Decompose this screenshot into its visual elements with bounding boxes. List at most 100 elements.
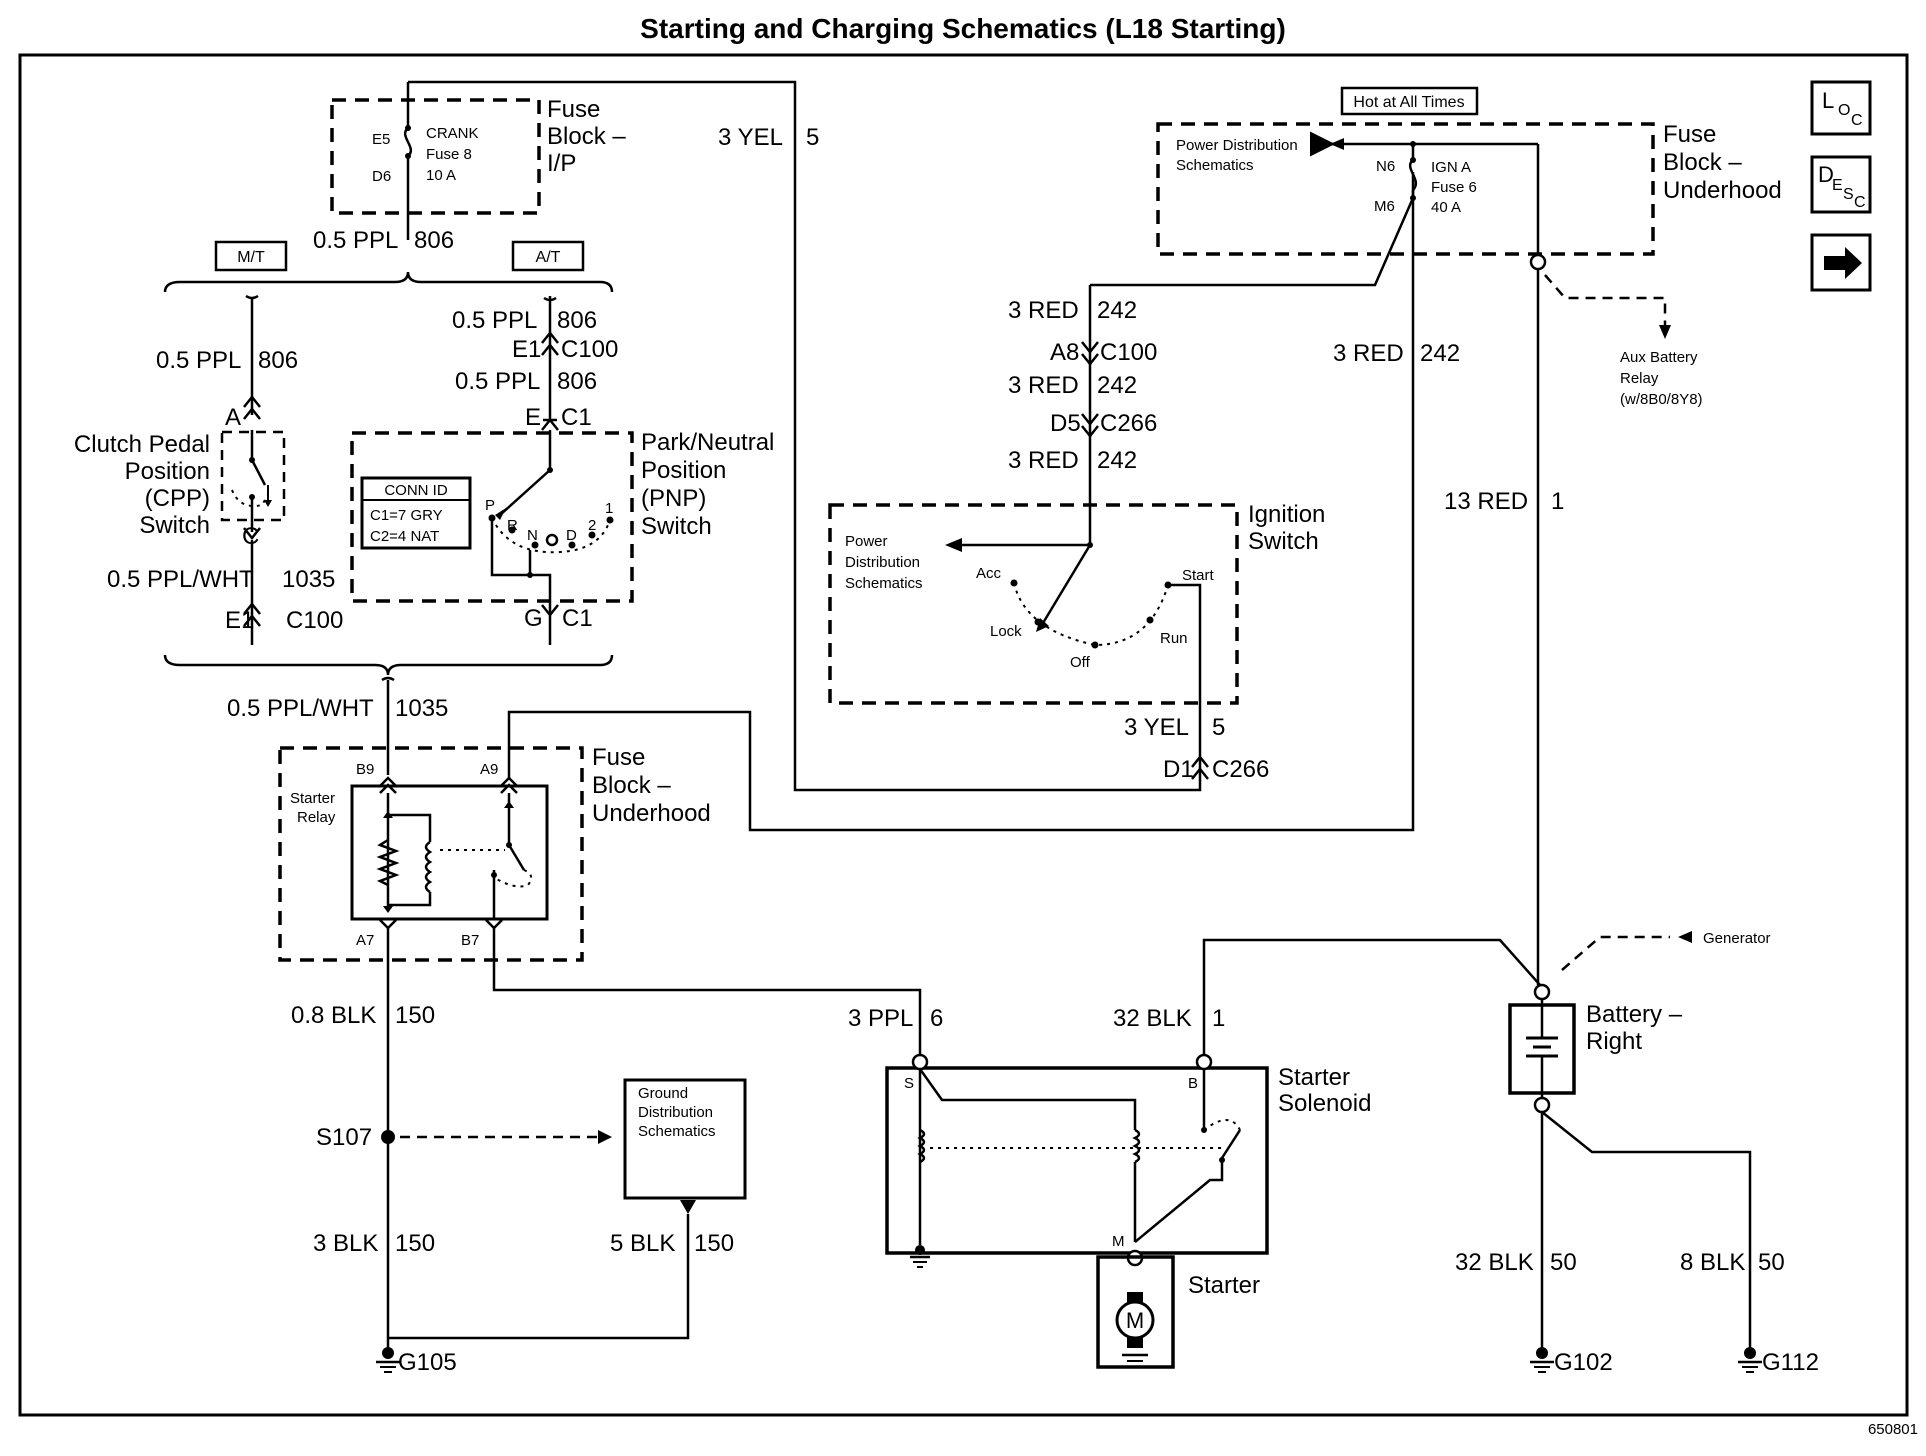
svg-text:Ignition: Ignition bbox=[1248, 501, 1325, 528]
wire-label: 242 bbox=[1097, 372, 1137, 399]
conn-id-box: CONN ID C1=7 GRY C2=4 NAT bbox=[360, 476, 472, 550]
svg-text:Schematics: Schematics bbox=[1176, 157, 1254, 174]
svg-text:Ground: Ground bbox=[638, 1085, 688, 1102]
svg-text:D6: D6 bbox=[372, 168, 391, 185]
wire-label: 3 PPL bbox=[848, 1005, 913, 1032]
svg-text:C1: C1 bbox=[561, 404, 592, 431]
svg-text:Schematics: Schematics bbox=[638, 1123, 716, 1140]
svg-text:Hot at All Times: Hot at All Times bbox=[1353, 94, 1464, 111]
wire-label: 242 bbox=[1097, 447, 1137, 474]
figure-number: 650801 bbox=[1868, 1421, 1918, 1438]
svg-text:E1: E1 bbox=[512, 336, 541, 363]
ground-g112-icon bbox=[1738, 1347, 1762, 1373]
wire-a9-feed bbox=[507, 172, 1415, 832]
svg-text:C2=4 NAT: C2=4 NAT bbox=[370, 528, 439, 545]
svg-text:10 A: 10 A bbox=[426, 167, 456, 184]
aux-label: (w/8B0/8Y8) bbox=[1620, 391, 1703, 408]
wire-label: 150 bbox=[395, 1002, 435, 1029]
svg-text:Switch: Switch bbox=[641, 513, 712, 540]
svg-text:Fuse 8: Fuse 8 bbox=[426, 146, 472, 163]
svg-text:D5: D5 bbox=[1050, 410, 1081, 437]
svg-text:C266: C266 bbox=[1212, 756, 1269, 783]
starter-relay: B9 A9 A7 B7 Starter Relay Fuse Block – U… bbox=[278, 744, 711, 962]
ignition-switch: Power Distribution Schematics Acc Lock O… bbox=[828, 501, 1325, 728]
svg-text:C1=7 GRY: C1=7 GRY bbox=[370, 507, 443, 524]
svg-text:Lock: Lock bbox=[990, 623, 1022, 640]
svg-text:Acc: Acc bbox=[976, 565, 1002, 582]
svg-text:(CPP): (CPP) bbox=[145, 485, 210, 512]
starter-motor: M Starter bbox=[1096, 1255, 1260, 1369]
desc-icon[interactable]: D E S C bbox=[1810, 155, 1872, 214]
svg-text:Fuse: Fuse bbox=[592, 744, 645, 771]
wire-label: 3 RED bbox=[1008, 372, 1079, 399]
svg-text:M: M bbox=[1112, 1233, 1125, 1250]
wire-label: 3 YEL bbox=[1124, 714, 1189, 741]
option-brace-bottom bbox=[163, 654, 614, 676]
wire-label: 0.8 BLK bbox=[291, 1002, 376, 1029]
wire-label: 1035 bbox=[282, 566, 335, 593]
wire-label: 3 BLK bbox=[313, 1230, 378, 1257]
svg-text:I/P: I/P bbox=[547, 150, 576, 177]
svg-text:E1: E1 bbox=[225, 607, 254, 634]
wire-label: 242 bbox=[1420, 340, 1460, 367]
mt-tag: M/T bbox=[214, 240, 288, 272]
svg-text:Block –: Block – bbox=[592, 772, 671, 799]
svg-text:Battery –: Battery – bbox=[1586, 1001, 1683, 1028]
svg-text:Block –: Block – bbox=[547, 123, 626, 150]
solenoid-ground-icon bbox=[910, 1245, 930, 1268]
svg-text:40 A: 40 A bbox=[1431, 199, 1461, 216]
svg-text:N6: N6 bbox=[1376, 158, 1395, 175]
svg-text:B: B bbox=[1188, 1075, 1198, 1092]
wire-label: 32 BLK bbox=[1113, 1005, 1192, 1032]
svg-text:D: D bbox=[1818, 162, 1834, 187]
svg-text:1: 1 bbox=[605, 500, 613, 517]
svg-text:P: P bbox=[485, 497, 495, 514]
wire-label: 150 bbox=[694, 1230, 734, 1257]
svg-text:Fuse 6: Fuse 6 bbox=[1431, 179, 1477, 196]
svg-text:E5: E5 bbox=[372, 131, 390, 148]
svg-text:Distribution: Distribution bbox=[845, 554, 920, 571]
splice-s107 bbox=[381, 1130, 395, 1144]
wire-label: 150 bbox=[395, 1230, 435, 1257]
svg-text:A8: A8 bbox=[1050, 339, 1079, 366]
svg-text:Right: Right bbox=[1586, 1028, 1642, 1055]
connector-d5-c266: D5 C266 bbox=[1050, 410, 1157, 439]
wire-label: 32 BLK bbox=[1455, 1249, 1534, 1276]
svg-text:Position: Position bbox=[641, 457, 726, 484]
wire-label: 1035 bbox=[395, 695, 448, 722]
wire-label: 3 RED bbox=[1008, 447, 1079, 474]
wire-label: 5 BLK bbox=[610, 1230, 675, 1257]
svg-text:Position: Position bbox=[125, 458, 210, 485]
wire-label: 0.5 PPL bbox=[156, 347, 241, 374]
splice-label: S107 bbox=[316, 1124, 372, 1151]
svg-text:Distribution: Distribution bbox=[638, 1104, 713, 1121]
cpp-switch: A C Clutch Pedal Position (CPP) Switch bbox=[74, 294, 286, 550]
wire-3yel-5-top bbox=[408, 80, 1202, 792]
svg-text:B9: B9 bbox=[356, 761, 374, 778]
svg-text:Switch: Switch bbox=[139, 512, 210, 539]
svg-text:Starter: Starter bbox=[1188, 1272, 1260, 1299]
svg-text:Underhood: Underhood bbox=[592, 800, 711, 827]
svg-text:Switch: Switch bbox=[1248, 528, 1319, 555]
wire-label: 0.5 PPL/WHT bbox=[227, 695, 374, 722]
hot-at-all-times-tag: Hot at All Times bbox=[1340, 86, 1479, 116]
svg-text:E: E bbox=[1832, 177, 1843, 194]
arrow-right-icon[interactable] bbox=[1810, 233, 1872, 292]
svg-text:Starter: Starter bbox=[290, 790, 335, 807]
connector-c1-top: E C1 bbox=[525, 404, 592, 431]
wire-label: 6 bbox=[930, 1005, 943, 1032]
svg-text:M: M bbox=[1126, 1308, 1144, 1333]
svg-text:Clutch Pedal: Clutch Pedal bbox=[74, 431, 210, 458]
svg-text:C1: C1 bbox=[562, 605, 593, 632]
svg-text:Relay: Relay bbox=[297, 809, 336, 826]
svg-text:CONN ID: CONN ID bbox=[384, 482, 448, 499]
svg-text:D1: D1 bbox=[1163, 756, 1194, 783]
ground-distribution-box: Ground Distribution Schematics bbox=[623, 1078, 747, 1200]
loc-icon[interactable]: L O C bbox=[1810, 80, 1872, 136]
fuse-block-underhood: Power Distribution Schematics N6 M6 IGN … bbox=[1090, 121, 1782, 287]
ground-label: G102 bbox=[1554, 1349, 1613, 1376]
ground-g102-icon bbox=[1530, 1347, 1554, 1373]
svg-text:B7: B7 bbox=[461, 932, 479, 949]
ground-label: G112 bbox=[1762, 1349, 1819, 1376]
diagram-frame bbox=[18, 53, 1909, 1417]
